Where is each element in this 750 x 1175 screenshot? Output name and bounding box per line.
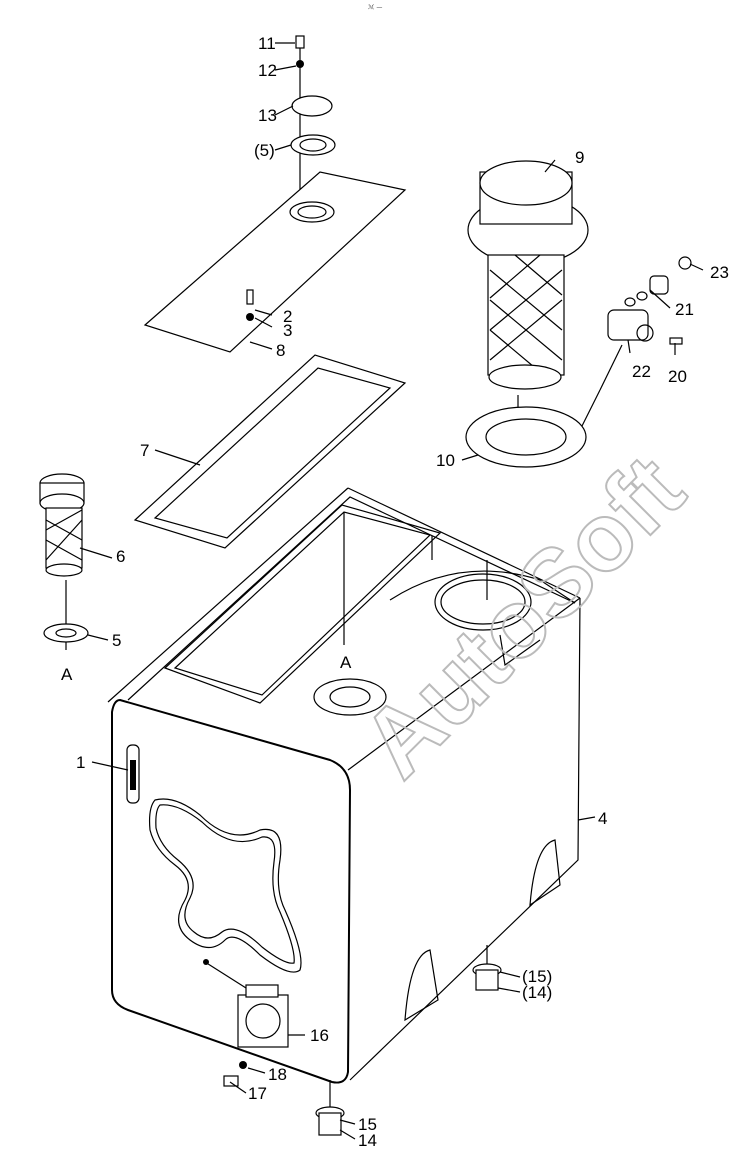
callout-5: 5 <box>112 631 121 650</box>
ref-a-tank: A <box>340 653 352 672</box>
callout-6: 6 <box>116 547 125 566</box>
callout-14-ref: (14) <box>522 983 552 1002</box>
callout-1: 1 <box>76 753 85 772</box>
callout-23: 23 <box>710 263 729 282</box>
callout-9: 9 <box>575 148 584 167</box>
callout-15: 15 <box>358 1115 377 1134</box>
callout-22: 22 <box>632 362 651 381</box>
callout-10: 10 <box>436 451 455 470</box>
callout-4: 4 <box>598 809 607 828</box>
callout-labels: 11 12 13 (5) 9 23 21 22 20 2 3 8 7 6 5 A… <box>61 34 729 1150</box>
callout-16: 16 <box>310 1026 329 1045</box>
callout-8: 8 <box>276 341 285 360</box>
valve-parts-20-23 <box>607 256 692 345</box>
watermark-text: AutoSoft <box>342 435 704 797</box>
drain-plugs <box>223 963 502 1136</box>
callout-7: 7 <box>140 441 149 460</box>
callout-15-ref: (15) <box>522 967 552 986</box>
callout-12: 12 <box>258 61 277 80</box>
callout-11: 11 <box>258 34 276 53</box>
hydraulic-tank-body <box>107 487 581 1084</box>
callout-21: 21 <box>675 300 694 319</box>
callout-18: 18 <box>268 1065 287 1084</box>
callout-2: 2 <box>283 307 292 326</box>
cover-plate-8 <box>143 171 407 353</box>
callout-5-ref: (5) <box>254 141 275 160</box>
callout-leaders <box>79 42 704 1140</box>
callout-14: 14 <box>358 1131 377 1150</box>
header-mark: ℳ — <box>368 4 382 11</box>
callout-13: 13 <box>258 106 277 125</box>
callout-3: 3 <box>283 321 292 340</box>
cap-parts-11-13 <box>246 35 336 321</box>
breather-filter-6 <box>39 473 89 643</box>
ref-a-breather: A <box>61 665 73 684</box>
suction-filter-9 <box>467 160 589 390</box>
callout-17: 17 <box>248 1084 267 1103</box>
gasket-7 <box>133 354 407 549</box>
flange-10 <box>465 406 587 468</box>
callout-20: 20 <box>668 367 687 386</box>
